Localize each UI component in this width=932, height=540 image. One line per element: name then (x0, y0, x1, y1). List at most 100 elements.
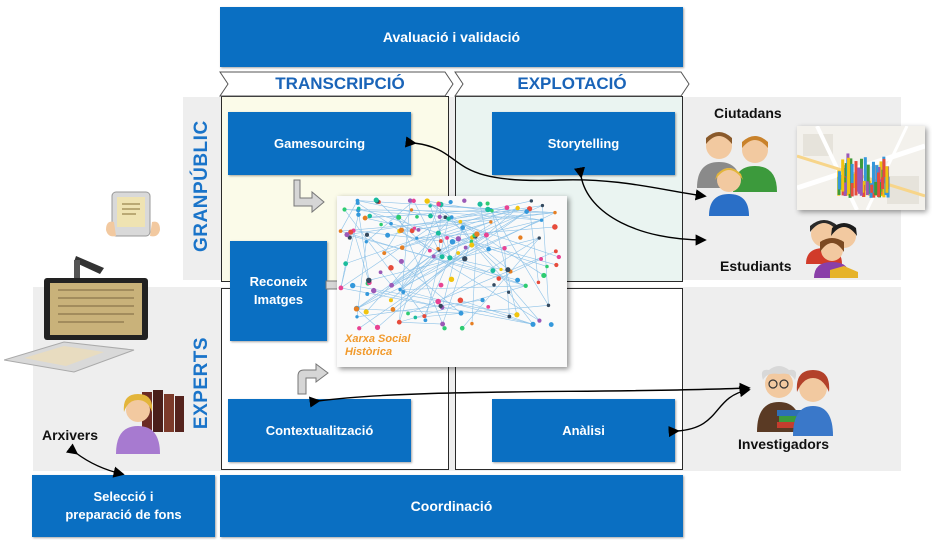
network-node (536, 280, 541, 285)
network-edge (353, 230, 370, 283)
network-edge (369, 215, 399, 218)
network-node (436, 201, 442, 207)
map-bar (874, 181, 878, 196)
historical-social-network-image: Xarxa Social Històrica (337, 196, 567, 367)
network-node (356, 206, 361, 211)
network-node (379, 222, 383, 227)
network-edge (359, 211, 527, 329)
network-edge (357, 200, 556, 213)
network-node (409, 228, 415, 234)
analysis-box: Anàlisi (492, 399, 675, 462)
exploitation-header: EXPLOTACIÓ (517, 74, 627, 93)
network-node (548, 322, 554, 327)
network-node (459, 325, 465, 331)
network-node (507, 314, 512, 319)
map-bar (863, 157, 867, 191)
network-node (374, 324, 381, 330)
evaluation-box: Avaluació i validació (220, 7, 683, 67)
transcription-header: TRANSCRIPCIÓ (275, 74, 405, 93)
network-edge (378, 201, 431, 251)
network-edge (391, 207, 518, 286)
network-edge (449, 257, 526, 287)
map-bar (875, 165, 879, 193)
network-node (366, 277, 372, 284)
network-edge (486, 207, 518, 236)
network-node (460, 225, 465, 230)
network-edge (460, 221, 472, 242)
network-node (356, 212, 361, 217)
network-edge (357, 210, 370, 283)
network-node (502, 245, 507, 251)
network-edge (377, 244, 472, 328)
map-bar (881, 177, 885, 190)
network-node (553, 249, 558, 254)
network-node (398, 227, 404, 233)
network-node (485, 201, 490, 206)
gamesourcing-box: Gamesourcing (228, 112, 411, 175)
archivists-label: Arxivers (42, 427, 99, 443)
network-edge (340, 230, 526, 287)
network-edge (424, 257, 451, 317)
network-edge (399, 321, 443, 325)
network-node (448, 199, 453, 205)
network-edge (415, 305, 549, 318)
network-node (428, 213, 433, 219)
scanner-workstation-icon (4, 256, 148, 373)
network-edge (401, 210, 493, 231)
students-icon (806, 220, 858, 278)
network-node (458, 310, 464, 316)
network-node (456, 251, 461, 255)
network-node (483, 232, 489, 238)
network-edge (490, 209, 549, 306)
network-node (389, 221, 393, 226)
map-bar (844, 163, 848, 190)
network-edge (461, 237, 540, 329)
map-bar (865, 181, 869, 196)
network-node (431, 254, 436, 259)
network-node (530, 321, 536, 327)
network-node (409, 208, 414, 212)
network-edge (465, 234, 487, 248)
network-node (486, 305, 491, 309)
network-node (385, 232, 391, 238)
network-node (489, 220, 493, 224)
network-node (539, 257, 544, 261)
network-node (470, 321, 474, 326)
network-edge (427, 200, 542, 221)
network-node (537, 236, 541, 240)
network-node (474, 231, 480, 237)
network-node (398, 258, 404, 264)
researchers-label: Investigadors (738, 436, 830, 452)
map-bar (870, 184, 874, 193)
network-node (440, 321, 446, 327)
map-bar (850, 163, 854, 197)
map-bar (879, 161, 883, 197)
network-node (446, 216, 451, 221)
network-node (554, 262, 559, 268)
network-edge (356, 249, 440, 309)
network-edge (366, 200, 414, 242)
network-edge (391, 219, 542, 286)
network-node (540, 203, 545, 208)
map-bar (843, 182, 847, 196)
contextualization-box: Contextualització (228, 399, 411, 462)
network-node (398, 287, 402, 292)
network-node (449, 238, 456, 245)
network-edge (508, 292, 534, 325)
network-node (396, 319, 402, 325)
map-bar (876, 172, 880, 197)
network-node (338, 229, 343, 233)
network-node (443, 215, 448, 220)
network-edge (460, 221, 545, 276)
network-node (363, 309, 369, 315)
network-node (406, 311, 410, 316)
network-node (349, 282, 356, 289)
network-node (362, 215, 368, 221)
network-edge (433, 234, 487, 257)
map-bar (885, 166, 889, 193)
citizens-icon (697, 132, 777, 216)
network-node (496, 276, 502, 281)
network-node (390, 307, 396, 312)
network-node (469, 239, 474, 244)
